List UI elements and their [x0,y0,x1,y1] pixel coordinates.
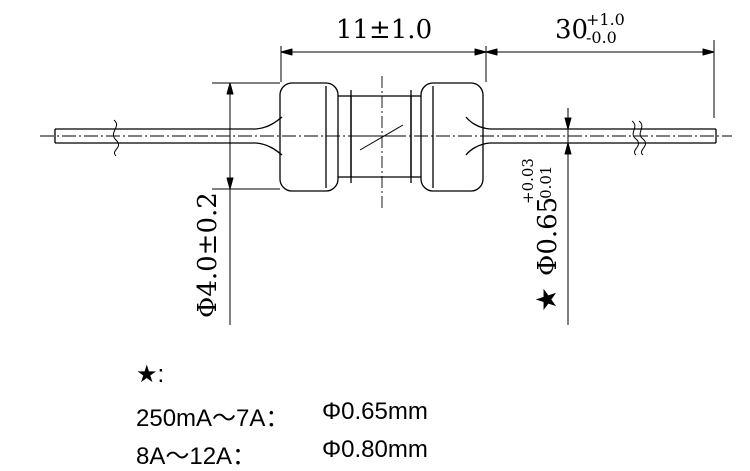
lead-diameter-label: Φ0.65 [533,197,563,276]
fuse-body [279,76,484,208]
right-end-cap [420,82,484,192]
body-diameter-label: Φ4.0±0.2 [193,192,223,318]
body-length-dimension [280,46,487,82]
left-end-cap [279,82,339,192]
lead-diameter-tol-plus: +0.03 [519,158,537,204]
left-lead [54,116,283,157]
fuse-element [359,124,404,151]
lead-length-label: 30 [555,15,588,45]
right-lead [465,116,717,156]
lead-diameter-tol-minus: -0.01 [537,166,555,204]
lead-length-tol-minus: -0.0 [586,28,617,47]
body-diameter-dimension [212,82,280,325]
body-length-label: 11±1.0 [336,15,432,45]
lead-diameter-marker: ★ [530,287,563,312]
lead-length-dimension [485,40,715,118]
lead-length-tol-plus: +1.0 [586,10,625,29]
lead-diameter-dimension [564,108,572,325]
